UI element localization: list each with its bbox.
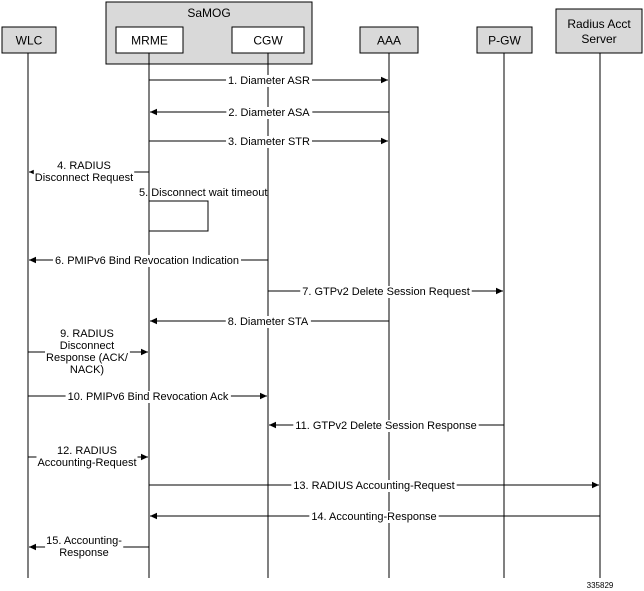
entity-box-radius: [555, 8, 643, 54]
message-label-bg-1: [226, 75, 313, 87]
entity-box-wlc: [1, 26, 57, 54]
entity-label-radius: Radius Acct: [567, 17, 631, 31]
message-label-line: Disconnect: [60, 340, 114, 352]
message-label-line: 9. RADIUS: [60, 328, 114, 340]
message-label-line: 12. RADIUS: [57, 445, 117, 457]
message-label-line: Disconnect Request: [35, 172, 133, 184]
message-label-5: 5. Disconnect wait timeout: [139, 187, 267, 199]
message-label-line: 15. Accounting-: [46, 535, 122, 547]
message-label-bg-2: [226, 107, 313, 119]
message-label-bg-7: [300, 286, 472, 298]
entity-label-wlc: WLC: [16, 34, 43, 48]
entity-box-pgw: [476, 26, 533, 54]
message-label-11: 11. GTPv2 Delete Session Response: [295, 420, 476, 432]
message-label-1: 1. Diameter ASR: [228, 75, 310, 87]
message-label-line: Accounting-Request: [37, 457, 136, 469]
message-label-bg-11: [293, 420, 479, 432]
message-label-line: Response (ACK/: [46, 352, 129, 364]
message-label-line: 4. RADIUS: [57, 160, 111, 172]
message-label-bg-9: [45, 328, 130, 376]
message-label-13: 13. RADIUS Accounting-Request: [293, 480, 454, 492]
message-arrow-5: [149, 200, 209, 232]
entity-label-pgw: P-GW: [488, 34, 521, 48]
message-label-7: 7. GTPv2 Delete Session Request: [302, 286, 470, 298]
samog-title: SaMOG: [187, 6, 230, 20]
message-label-bg-8: [225, 316, 311, 328]
message-label-bg-12: [36, 445, 138, 469]
message-label-15: 15. Accounting-Response: [46, 535, 122, 559]
message-label-14: 14. Accounting-Response: [311, 511, 436, 523]
entity-label-aaa: AAA: [377, 34, 401, 48]
figure-id: 335829: [587, 581, 614, 590]
message-label-bg-4: [33, 160, 135, 184]
message-label-6: 6. PMIPv6 Bind Revocation Indication: [55, 255, 239, 267]
entity-box-cgw: [231, 26, 305, 54]
message-label-bg-14: [309, 511, 439, 523]
entity-label-cgw: CGW: [253, 34, 283, 48]
message-label-10: 10. PMIPv6 Bind Revocation Ack: [68, 391, 229, 403]
message-label-bg-15: [45, 535, 124, 559]
entity-label-mrme: MRME: [131, 34, 168, 48]
message-label-8: 8. Diameter STA: [228, 316, 309, 328]
message-label-2: 2. Diameter ASA: [228, 107, 310, 119]
entity-label-radius: Server: [581, 32, 616, 46]
message-label-bg-13: [291, 480, 457, 492]
message-label-bg-3: [226, 136, 313, 148]
message-label-3: 3. Diameter STR: [228, 136, 310, 148]
message-label-line: Response: [59, 547, 109, 559]
message-label-bg-10: [65, 391, 231, 403]
message-label-line: NACK): [70, 364, 104, 376]
message-label-bg-6: [52, 255, 242, 267]
